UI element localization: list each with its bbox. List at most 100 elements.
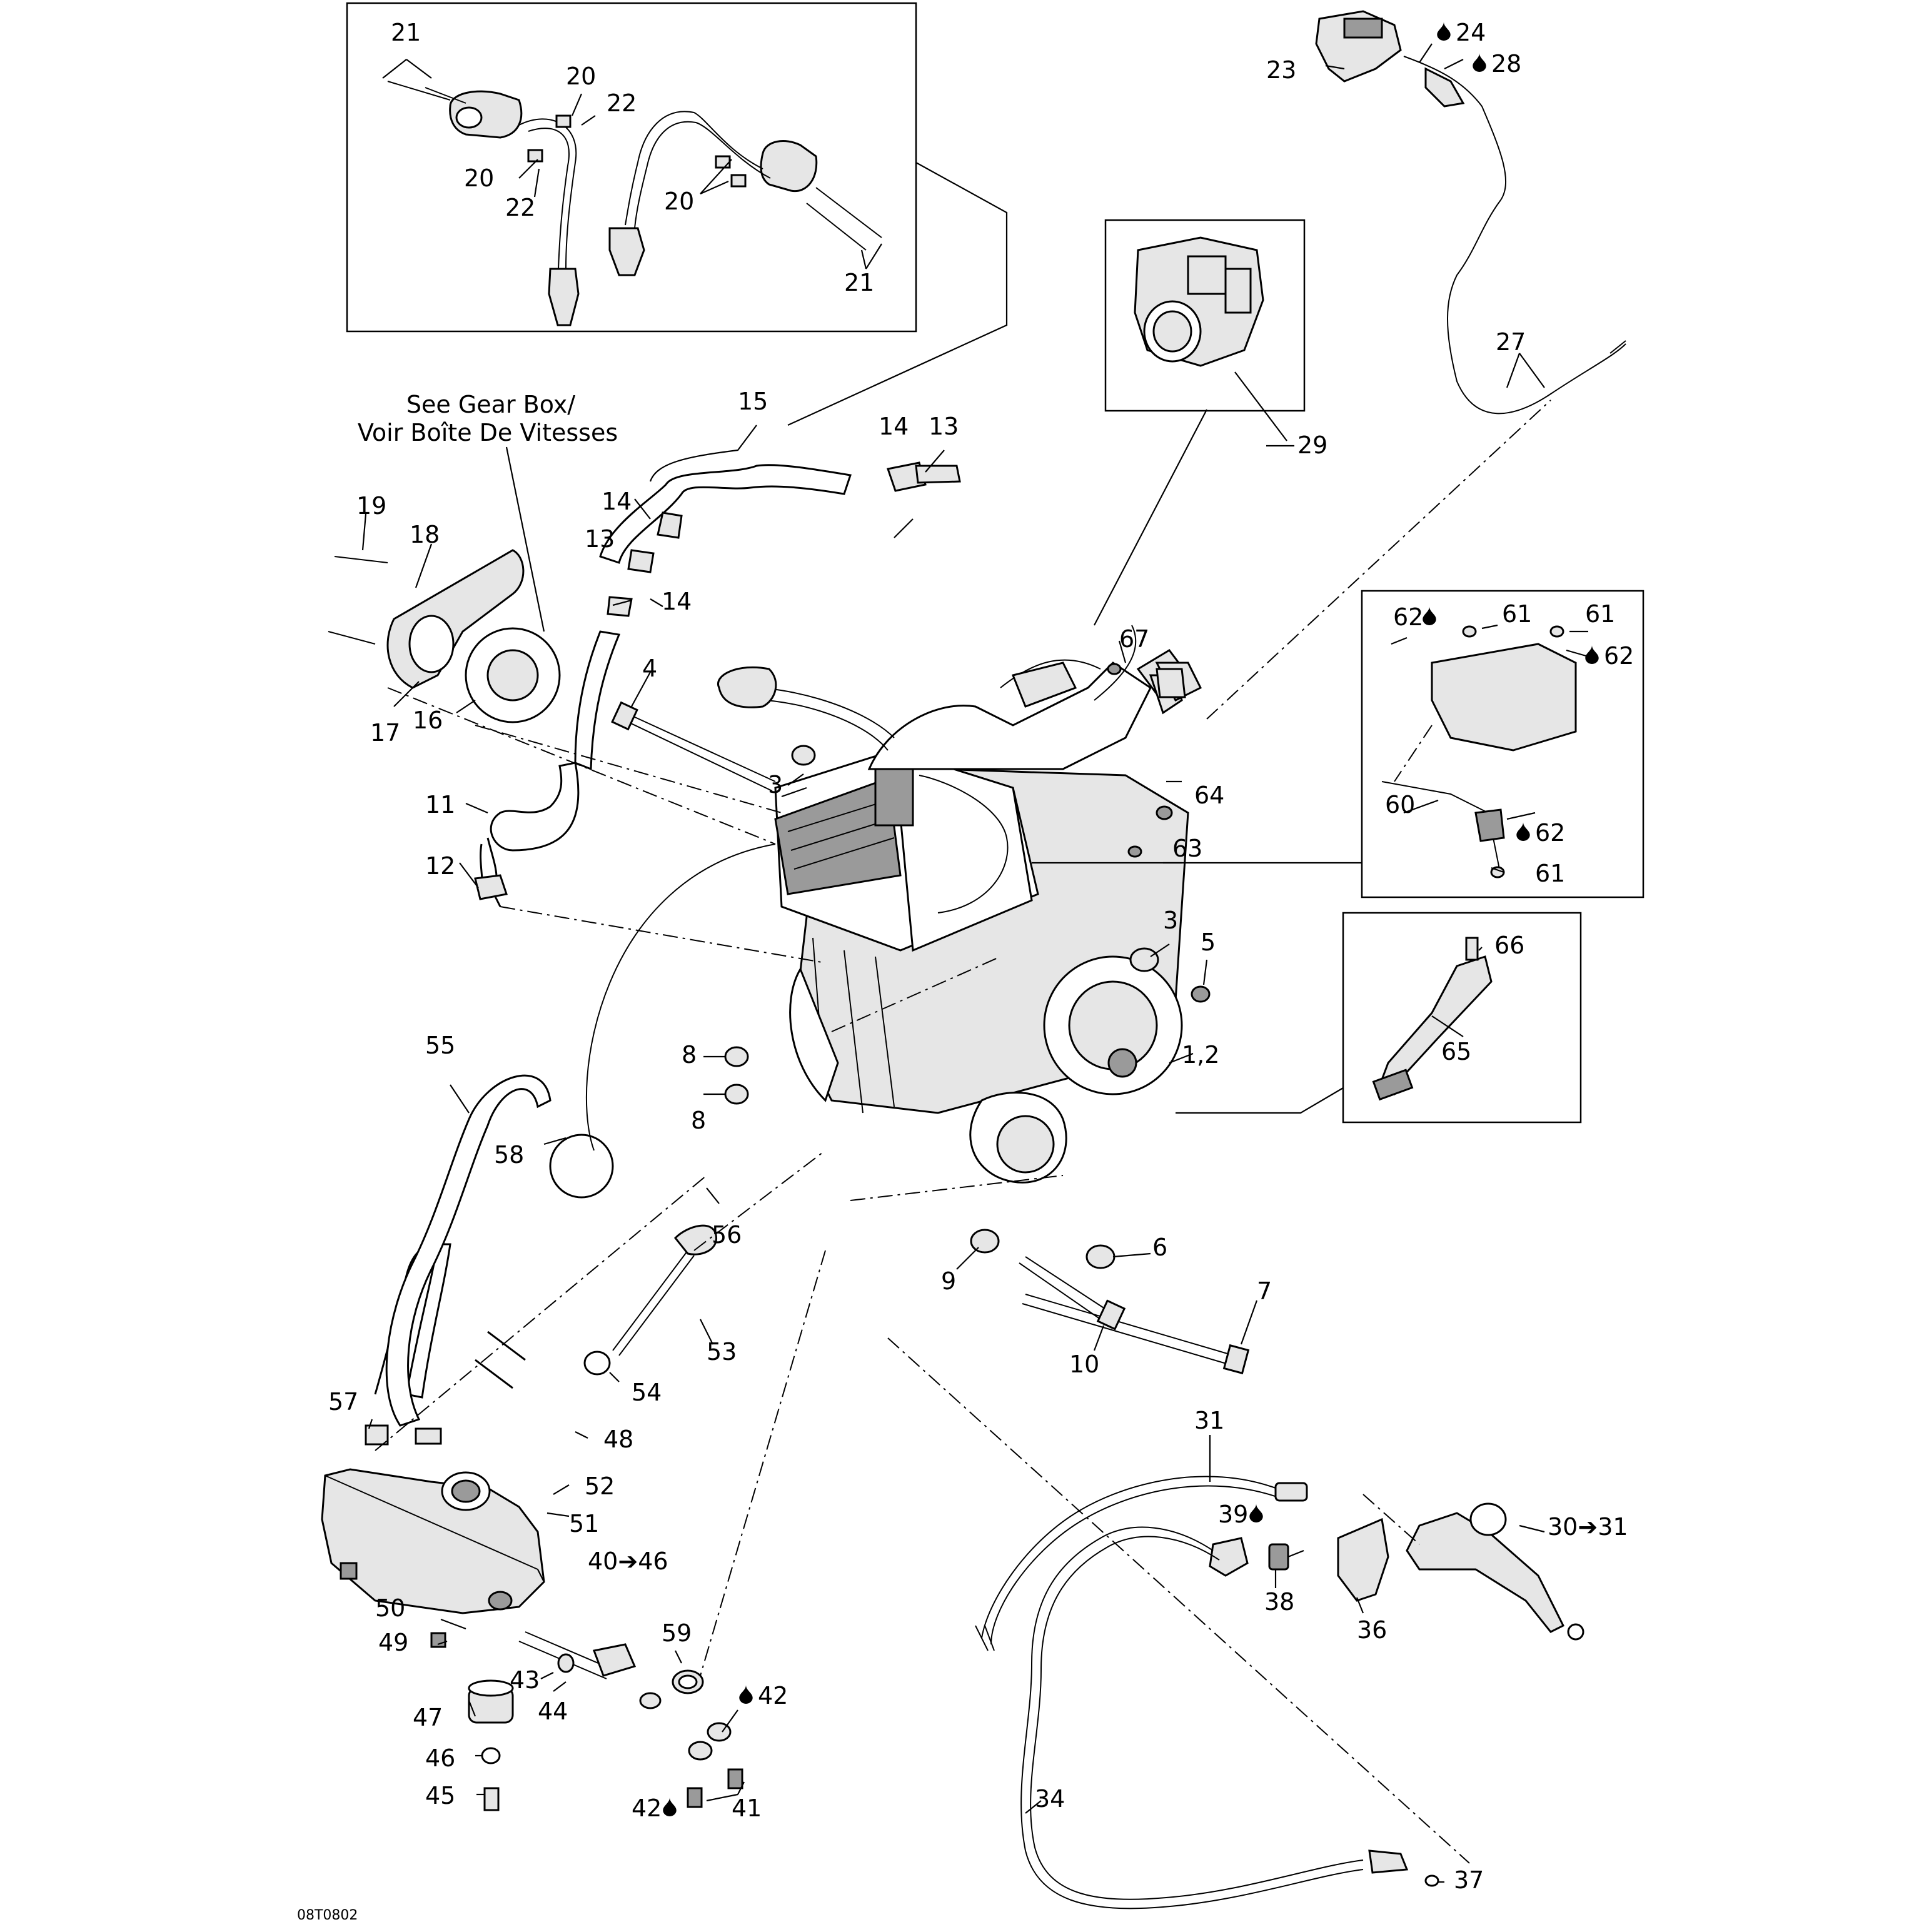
label-1-2: 1,2 xyxy=(1182,1041,1219,1069)
label-57: 57 xyxy=(328,1388,358,1416)
throttle-body-inset xyxy=(1104,219,1306,412)
label-10: 10 xyxy=(1069,1351,1099,1378)
label-3-upper: 3 xyxy=(768,771,783,798)
oil-drop-icon xyxy=(663,1798,677,1816)
gearbox-note-line2: Voir Boîte De Vitesses xyxy=(358,419,618,446)
oil-tank xyxy=(321,1243,545,1648)
shift-lever-inset xyxy=(1342,912,1582,1124)
label-50: 50 xyxy=(375,1594,405,1622)
oil-dipstick xyxy=(583,1224,717,1376)
oil-drop-icon xyxy=(1585,645,1599,664)
label-22-a: 22 xyxy=(607,89,637,117)
oil-drop-icon xyxy=(1473,53,1486,72)
label-52: 52 xyxy=(585,1472,615,1500)
label-23: 23 xyxy=(1266,56,1296,84)
label-13-right: 13 xyxy=(929,413,959,440)
label-14-left-upper: 14 xyxy=(602,488,632,515)
label-20-b: 20 xyxy=(464,164,494,192)
ignition-coil-inset xyxy=(346,2,917,333)
label-28: 28 xyxy=(1491,50,1521,78)
label-8-upper: 8 xyxy=(682,1041,697,1069)
label-4: 4 xyxy=(642,655,657,682)
ecm-module xyxy=(1381,625,1577,878)
oil-drop-icon xyxy=(739,1685,753,1704)
label-63: 63 xyxy=(1172,835,1202,862)
label-54: 54 xyxy=(632,1379,662,1406)
oil-drop-icon xyxy=(1437,22,1451,41)
label-48: 48 xyxy=(603,1426,633,1453)
oil-drop-icon xyxy=(1423,606,1436,625)
label-49: 49 xyxy=(378,1629,408,1656)
label-16: 16 xyxy=(413,707,443,734)
label-8-lower: 8 xyxy=(691,1107,706,1134)
label-41: 41 xyxy=(732,1794,762,1822)
label-20-a: 20 xyxy=(566,63,596,90)
label-14-right: 14 xyxy=(879,413,909,440)
label-66: 66 xyxy=(1494,932,1524,959)
label-36: 36 xyxy=(1357,1616,1387,1644)
label-29: 29 xyxy=(1297,431,1327,459)
oil-drop-icon xyxy=(1516,822,1530,841)
label-7: 7 xyxy=(1257,1277,1272,1305)
label-31: 31 xyxy=(1194,1407,1224,1434)
label-61-c: 61 xyxy=(1535,860,1565,887)
throttle-cable xyxy=(1315,10,1626,415)
label-45: 45 xyxy=(425,1782,455,1809)
label-30-31: 30➔31 xyxy=(1548,1513,1628,1541)
label-62-a: 62 xyxy=(1393,603,1423,631)
label-65: 65 xyxy=(1441,1038,1471,1065)
label-62-c: 62 xyxy=(1535,819,1565,847)
throttle-body-detail xyxy=(1134,236,1287,441)
label-42-top: 42 xyxy=(758,1682,788,1709)
label-19: 19 xyxy=(356,492,386,520)
sprocket-cover xyxy=(328,549,561,723)
label-13-left: 13 xyxy=(585,525,615,553)
label-27: 27 xyxy=(1496,328,1526,356)
drawing-code: 08T0802 xyxy=(297,1908,358,1923)
label-61-a: 61 xyxy=(1502,600,1532,628)
label-44: 44 xyxy=(538,1698,568,1725)
label-40-46: 40➔46 xyxy=(588,1547,668,1575)
label-21-top: 21 xyxy=(391,19,421,46)
oil-fittings xyxy=(468,1631,743,1811)
shift-lever xyxy=(1372,937,1493,1101)
label-64: 64 xyxy=(1194,782,1224,809)
label-24: 24 xyxy=(1456,19,1486,46)
label-46: 46 xyxy=(425,1744,455,1772)
ignition-coil-rear xyxy=(608,111,882,276)
label-42-bottom: 42 xyxy=(632,1794,662,1822)
label-38: 38 xyxy=(1264,1588,1294,1616)
ignition-coil-front xyxy=(387,81,580,326)
label-18: 18 xyxy=(410,521,440,548)
label-14-left-lower: 14 xyxy=(662,588,692,615)
label-62-b: 62 xyxy=(1604,642,1634,670)
label-3-lower: 3 xyxy=(1163,907,1178,934)
label-34: 34 xyxy=(1035,1785,1065,1813)
label-58: 58 xyxy=(494,1141,524,1169)
label-17: 17 xyxy=(370,719,400,747)
engine-assembly xyxy=(717,625,1202,1184)
label-22-b: 22 xyxy=(505,194,535,221)
clutch-assembly xyxy=(975,1476,1584,1909)
label-6: 6 xyxy=(1152,1234,1167,1261)
label-12: 12 xyxy=(425,852,455,880)
label-59: 59 xyxy=(662,1619,692,1647)
label-5: 5 xyxy=(1201,928,1216,956)
ecm-bracket-inset xyxy=(1361,590,1644,898)
callout-labels: 1,2 3 3 4 5 6 7 8 8 9 10 11 12 13 13 14 … xyxy=(328,19,1634,1894)
label-53: 53 xyxy=(707,1338,737,1366)
oil-drop-icon xyxy=(1249,1504,1263,1522)
label-20-c: 20 xyxy=(664,188,694,215)
label-51: 51 xyxy=(569,1510,599,1537)
label-43: 43 xyxy=(510,1666,540,1694)
label-11: 11 xyxy=(425,791,455,818)
label-21-bottom: 21 xyxy=(844,269,874,296)
label-60: 60 xyxy=(1385,791,1415,818)
label-47: 47 xyxy=(413,1704,443,1731)
label-9: 9 xyxy=(941,1267,956,1295)
label-67: 67 xyxy=(1119,625,1149,653)
label-37: 37 xyxy=(1454,1866,1484,1894)
vent-hose xyxy=(385,1074,614,1427)
